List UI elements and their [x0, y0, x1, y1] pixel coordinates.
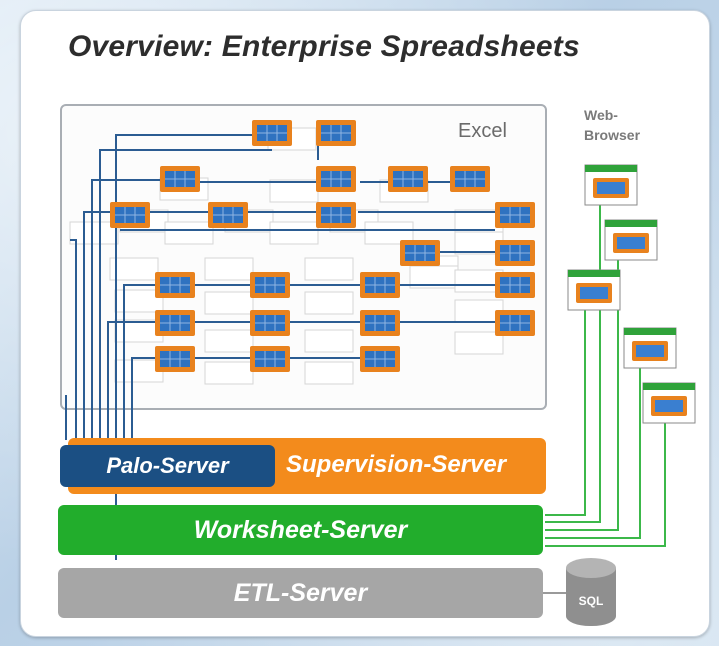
sheet-placeholder [204, 361, 254, 385]
blue-connection [91, 179, 160, 440]
sheet-placeholder [304, 257, 354, 281]
worksheet-server-box: Worksheet-Server [58, 505, 543, 555]
sheet-placeholder [204, 291, 254, 315]
blue-connection [70, 239, 77, 440]
spreadsheet-cube-grid [255, 351, 285, 367]
database-top [566, 558, 616, 578]
spreadsheet-cube-grid [255, 315, 285, 331]
green-connection [545, 200, 601, 523]
spreadsheet-cube-grid [160, 277, 190, 293]
sheet-placeholder [109, 257, 159, 281]
browser-titlebar [585, 165, 637, 172]
green-connection [545, 285, 586, 516]
sheet-placeholder [269, 221, 319, 245]
sheet-placeholder [204, 329, 254, 353]
blue-connection [99, 149, 272, 440]
sheet-placeholder [364, 221, 414, 245]
browser-titlebar [605, 220, 657, 227]
excel-label: Excel [458, 120, 507, 142]
blue-connection [83, 211, 112, 440]
browser-connection-lines [543, 200, 666, 594]
palo-server-label: Palo-Server [106, 453, 229, 478]
spreadsheet-cube-grid [255, 277, 285, 293]
spreadsheet-cube-grid [321, 125, 351, 141]
web-browser-label-line1: Web- [584, 107, 618, 123]
spreadsheet-cube-grid [393, 171, 423, 187]
spreadsheet-cube-grid [115, 207, 145, 223]
browser-titlebar [624, 328, 676, 335]
spreadsheet-cube-grid [321, 171, 351, 187]
spreadsheet-cube-grid [500, 245, 530, 261]
web-browser-label: Web- Browser [584, 105, 640, 145]
green-connection [545, 350, 641, 539]
spreadsheet-cube-grid [160, 315, 190, 331]
spreadsheet-cube-grid [165, 171, 195, 187]
sheet-placeholder [164, 221, 214, 245]
browser-content-screen [597, 182, 625, 194]
browser-windows [567, 164, 696, 424]
spreadsheet-cubes [110, 120, 535, 372]
spreadsheet-cube-grid [213, 207, 243, 223]
etl-server-box: ETL-Server [58, 568, 543, 618]
browser-titlebar [568, 270, 620, 277]
spreadsheet-cube-grid [365, 351, 395, 367]
diagram-title: Overview: Enterprise Spreadsheets [68, 30, 580, 63]
spreadsheet-cube-grid [365, 315, 395, 331]
sheet-placeholder [69, 221, 119, 245]
green-connection [545, 400, 666, 547]
spreadsheet-cube-grid [321, 207, 351, 223]
spreadsheet-cube-grid [160, 351, 190, 367]
browser-content-screen [655, 400, 683, 412]
browser-content-screen [636, 345, 664, 357]
sheet-placeholder [304, 291, 354, 315]
spreadsheet-cube-grid [500, 207, 530, 223]
sheet-placeholder [454, 331, 504, 355]
database-icon: SQL [566, 558, 616, 626]
blue-connection [107, 321, 155, 440]
spreadsheet-cube-grid [500, 277, 530, 293]
blue-connection [131, 357, 155, 440]
sheet-placeholder [269, 179, 319, 203]
sheet-placeholder [304, 361, 354, 385]
browser-content-screen [617, 237, 645, 249]
etl-server-label: ETL-Server [233, 578, 368, 607]
database-label: SQL [578, 594, 604, 608]
blue-connection [123, 284, 155, 440]
palo-server-box: Palo-Server [60, 445, 275, 487]
spreadsheet-cube-grid [500, 315, 530, 331]
web-browser-label-line2: Browser [584, 127, 641, 143]
spreadsheet-cube-grid [455, 171, 485, 187]
sheet-placeholder [204, 257, 254, 281]
supervision-server-label: Supervision-Server [286, 451, 507, 478]
spreadsheet-cube-grid [365, 277, 395, 293]
green-connection [545, 250, 619, 531]
sheet-placeholder [304, 329, 354, 353]
browser-content-screen [580, 287, 608, 299]
browser-titlebar [643, 383, 695, 390]
spreadsheet-cube-grid [257, 125, 287, 141]
spreadsheet-cube-grid [405, 245, 435, 261]
connection-lines [65, 134, 495, 560]
blue-connection [115, 134, 268, 560]
worksheet-server-label: Worksheet-Server [193, 515, 408, 544]
